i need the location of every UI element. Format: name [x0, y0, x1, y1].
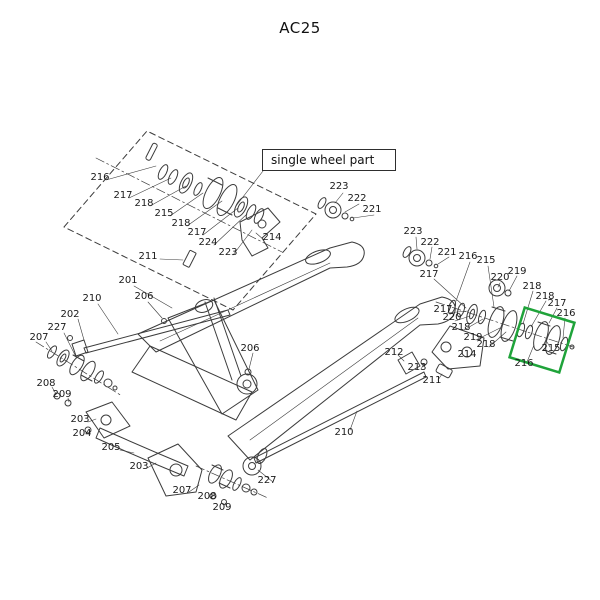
exploded-view-dashed-box — [63, 130, 317, 311]
part-label-214: 214 — [457, 349, 477, 360]
part-label-206: 206 — [134, 291, 154, 302]
part-label-203: 203 — [129, 461, 149, 472]
load-wheel-exploded-parts — [402, 246, 577, 355]
part-label-211: 211 — [422, 375, 442, 386]
callout-box: single wheel part — [262, 149, 396, 171]
part-label-217: 217 — [433, 304, 453, 315]
part-label-209: 209 — [52, 389, 72, 400]
part-label-218: 218 — [451, 322, 471, 333]
leader-lines — [45, 165, 566, 508]
part-label-218: 218 — [522, 281, 542, 292]
part-label-218: 218 — [535, 291, 555, 302]
part-label-219: 219 — [463, 332, 483, 343]
part-label-218: 218 — [171, 218, 191, 229]
highlight-box — [507, 305, 577, 375]
wheel-axis-line — [95, 157, 283, 253]
pump-carriage — [131, 297, 259, 421]
wheel-bracket — [239, 207, 281, 257]
part-label-211: 211 — [138, 251, 158, 262]
lower-fork — [227, 296, 456, 461]
part-label-208: 208 — [36, 378, 56, 389]
part-label-217: 217 — [187, 227, 207, 238]
part-label-206: 206 — [240, 343, 260, 354]
part-label-207: 207 — [172, 485, 192, 496]
part-label-216: 216 — [556, 308, 576, 319]
part-label-219: 219 — [507, 266, 527, 277]
entry-roller-parts-middle — [317, 197, 355, 222]
part-label-207: 207 — [29, 332, 49, 343]
callout-label: single wheel part — [271, 153, 375, 167]
part-label-218: 218 — [134, 198, 154, 209]
part-label-204: 204 — [72, 428, 92, 439]
bottom-roller-exploded-parts — [195, 456, 269, 505]
part-label-208: 208 — [197, 491, 217, 502]
part-label-213: 213 — [407, 362, 427, 373]
single-wheel-exploded-parts — [145, 142, 281, 268]
load-wheel-bracket — [431, 325, 485, 370]
part-label-216: 216 — [514, 358, 534, 369]
part-label-220: 220 — [442, 312, 462, 323]
part-label-210: 210 — [82, 293, 102, 304]
tie-rods — [67, 309, 427, 464]
part-label-203: 203 — [70, 414, 90, 425]
steer-wheel-exploded-parts — [35, 341, 123, 407]
part-label-217: 217 — [113, 190, 133, 201]
part-label-223: 223 — [218, 247, 238, 258]
part-label-205: 205 — [101, 442, 121, 453]
part-label-214: 214 — [262, 232, 282, 243]
part-label-222: 222 — [420, 237, 440, 248]
part-label-217: 217 — [547, 298, 567, 309]
part-label-223: 223 — [329, 181, 349, 192]
part-label-227: 227 — [257, 475, 277, 486]
part-label-221: 221 — [437, 247, 457, 258]
part-label-216: 216 — [90, 172, 110, 183]
part-label-217: 217 — [419, 269, 439, 280]
part-label-210: 210 — [334, 427, 354, 438]
lower-left-linkage — [84, 401, 203, 497]
part-label-223: 223 — [403, 226, 423, 237]
part-label-212: 212 — [384, 347, 404, 358]
part-label-209: 209 — [212, 502, 232, 513]
part-label-215: 215 — [476, 255, 496, 266]
part-label-201: 201 — [118, 275, 138, 286]
part-label-227: 227 — [47, 322, 67, 333]
page-title: AC25 — [279, 19, 321, 37]
part-label-221: 221 — [362, 204, 382, 215]
callout-leader-line — [235, 170, 264, 207]
part-label-216: 216 — [458, 251, 478, 262]
part-label-215: 215 — [541, 343, 561, 354]
part-label-215: 215 — [154, 208, 174, 219]
part-label-218: 218 — [476, 339, 496, 350]
upper-fork — [137, 241, 365, 353]
part-label-224: 224 — [198, 237, 218, 248]
part-label-202: 202 — [60, 309, 80, 320]
part-label-222: 222 — [347, 193, 367, 204]
part-label-220: 220 — [490, 272, 510, 283]
